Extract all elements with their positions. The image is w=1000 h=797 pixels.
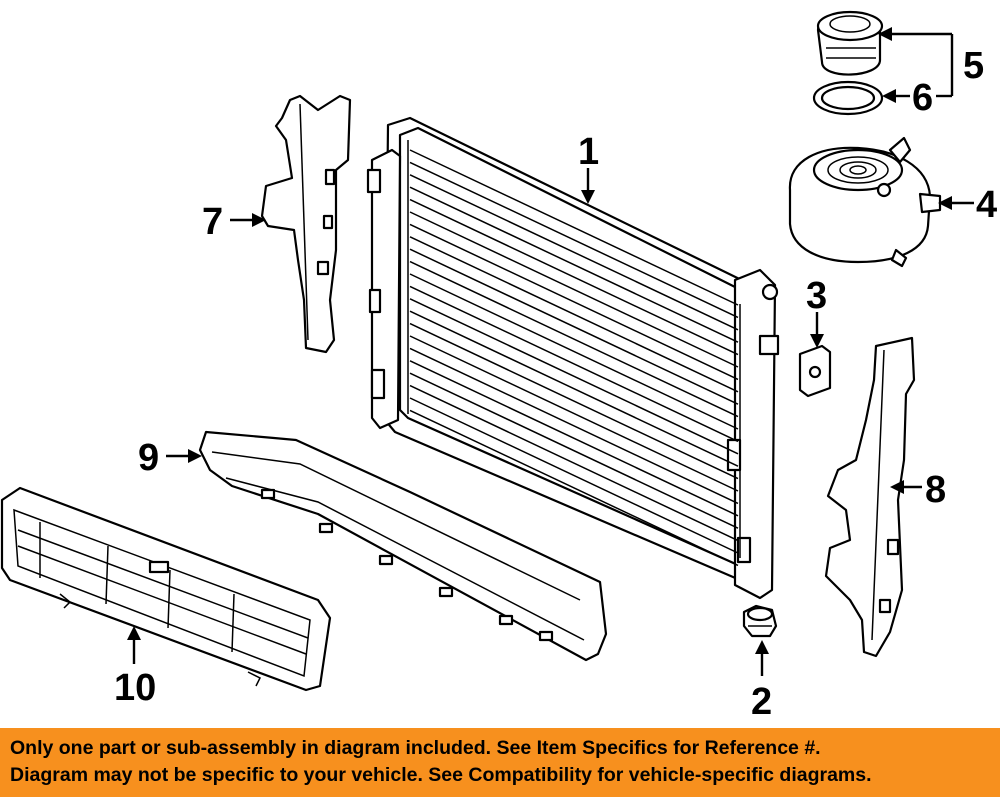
radiator-fin — [409, 310, 739, 467]
radiator-fin — [409, 248, 739, 405]
radiator-fin — [409, 149, 739, 306]
callout-4: 4 — [976, 184, 997, 226]
callout-7: 7 — [202, 201, 223, 243]
callout-10: 10 — [114, 667, 156, 709]
notice-line-1: Only one part or sub-assembly in diagram… — [10, 737, 821, 759]
callout-9: 9 — [138, 437, 159, 479]
radiator-fin — [409, 161, 739, 319]
radiator-fin — [409, 384, 739, 542]
radiator-fin — [409, 186, 739, 343]
leader-lines — [127, 27, 974, 676]
radiator-fin — [409, 372, 739, 529]
bracket-part — [798, 344, 832, 398]
callout-6: 6 — [912, 77, 933, 119]
radiator-fin — [409, 211, 739, 368]
radiator-fin — [409, 298, 739, 455]
radiator-fin — [409, 360, 739, 517]
reservoir-cap-part — [816, 10, 884, 76]
radiator-fin — [409, 335, 739, 492]
radiator-fin — [409, 198, 739, 356]
coolant-reservoir-part — [788, 136, 942, 268]
radiator-fin — [409, 174, 739, 331]
radiator-fin — [409, 273, 739, 430]
callout-1: 1 — [578, 131, 599, 173]
radiator-fin — [409, 285, 739, 443]
callout-8: 8 — [925, 469, 946, 511]
grommet-part — [742, 604, 778, 638]
callout-5: 5 — [963, 45, 984, 87]
lower-air-guide-part — [198, 430, 608, 662]
radiator-fin — [409, 322, 739, 480]
right-air-guide-part — [824, 336, 916, 658]
notice-banner: Only one part or sub-assembly in diagram… — [0, 728, 1000, 797]
callout-2: 2 — [751, 681, 772, 723]
left-air-guide-part — [260, 94, 352, 354]
cap-seal-part — [812, 80, 884, 116]
grille-shutter-part — [0, 486, 332, 692]
radiator-fin — [409, 260, 739, 418]
radiator-part — [366, 116, 780, 600]
radiator-fin — [409, 236, 739, 393]
radiator-fin — [409, 347, 739, 505]
exploded-parts-diagram: 1 2 3 4 5 6 7 8 9 10 — [0, 10, 997, 723]
radiator-fin — [409, 409, 739, 567]
radiator-fin — [409, 397, 739, 554]
callout-3: 3 — [806, 275, 827, 317]
notice-line-2: Diagram may not be specific to your vehi… — [10, 764, 872, 786]
radiator-fin — [409, 223, 739, 381]
